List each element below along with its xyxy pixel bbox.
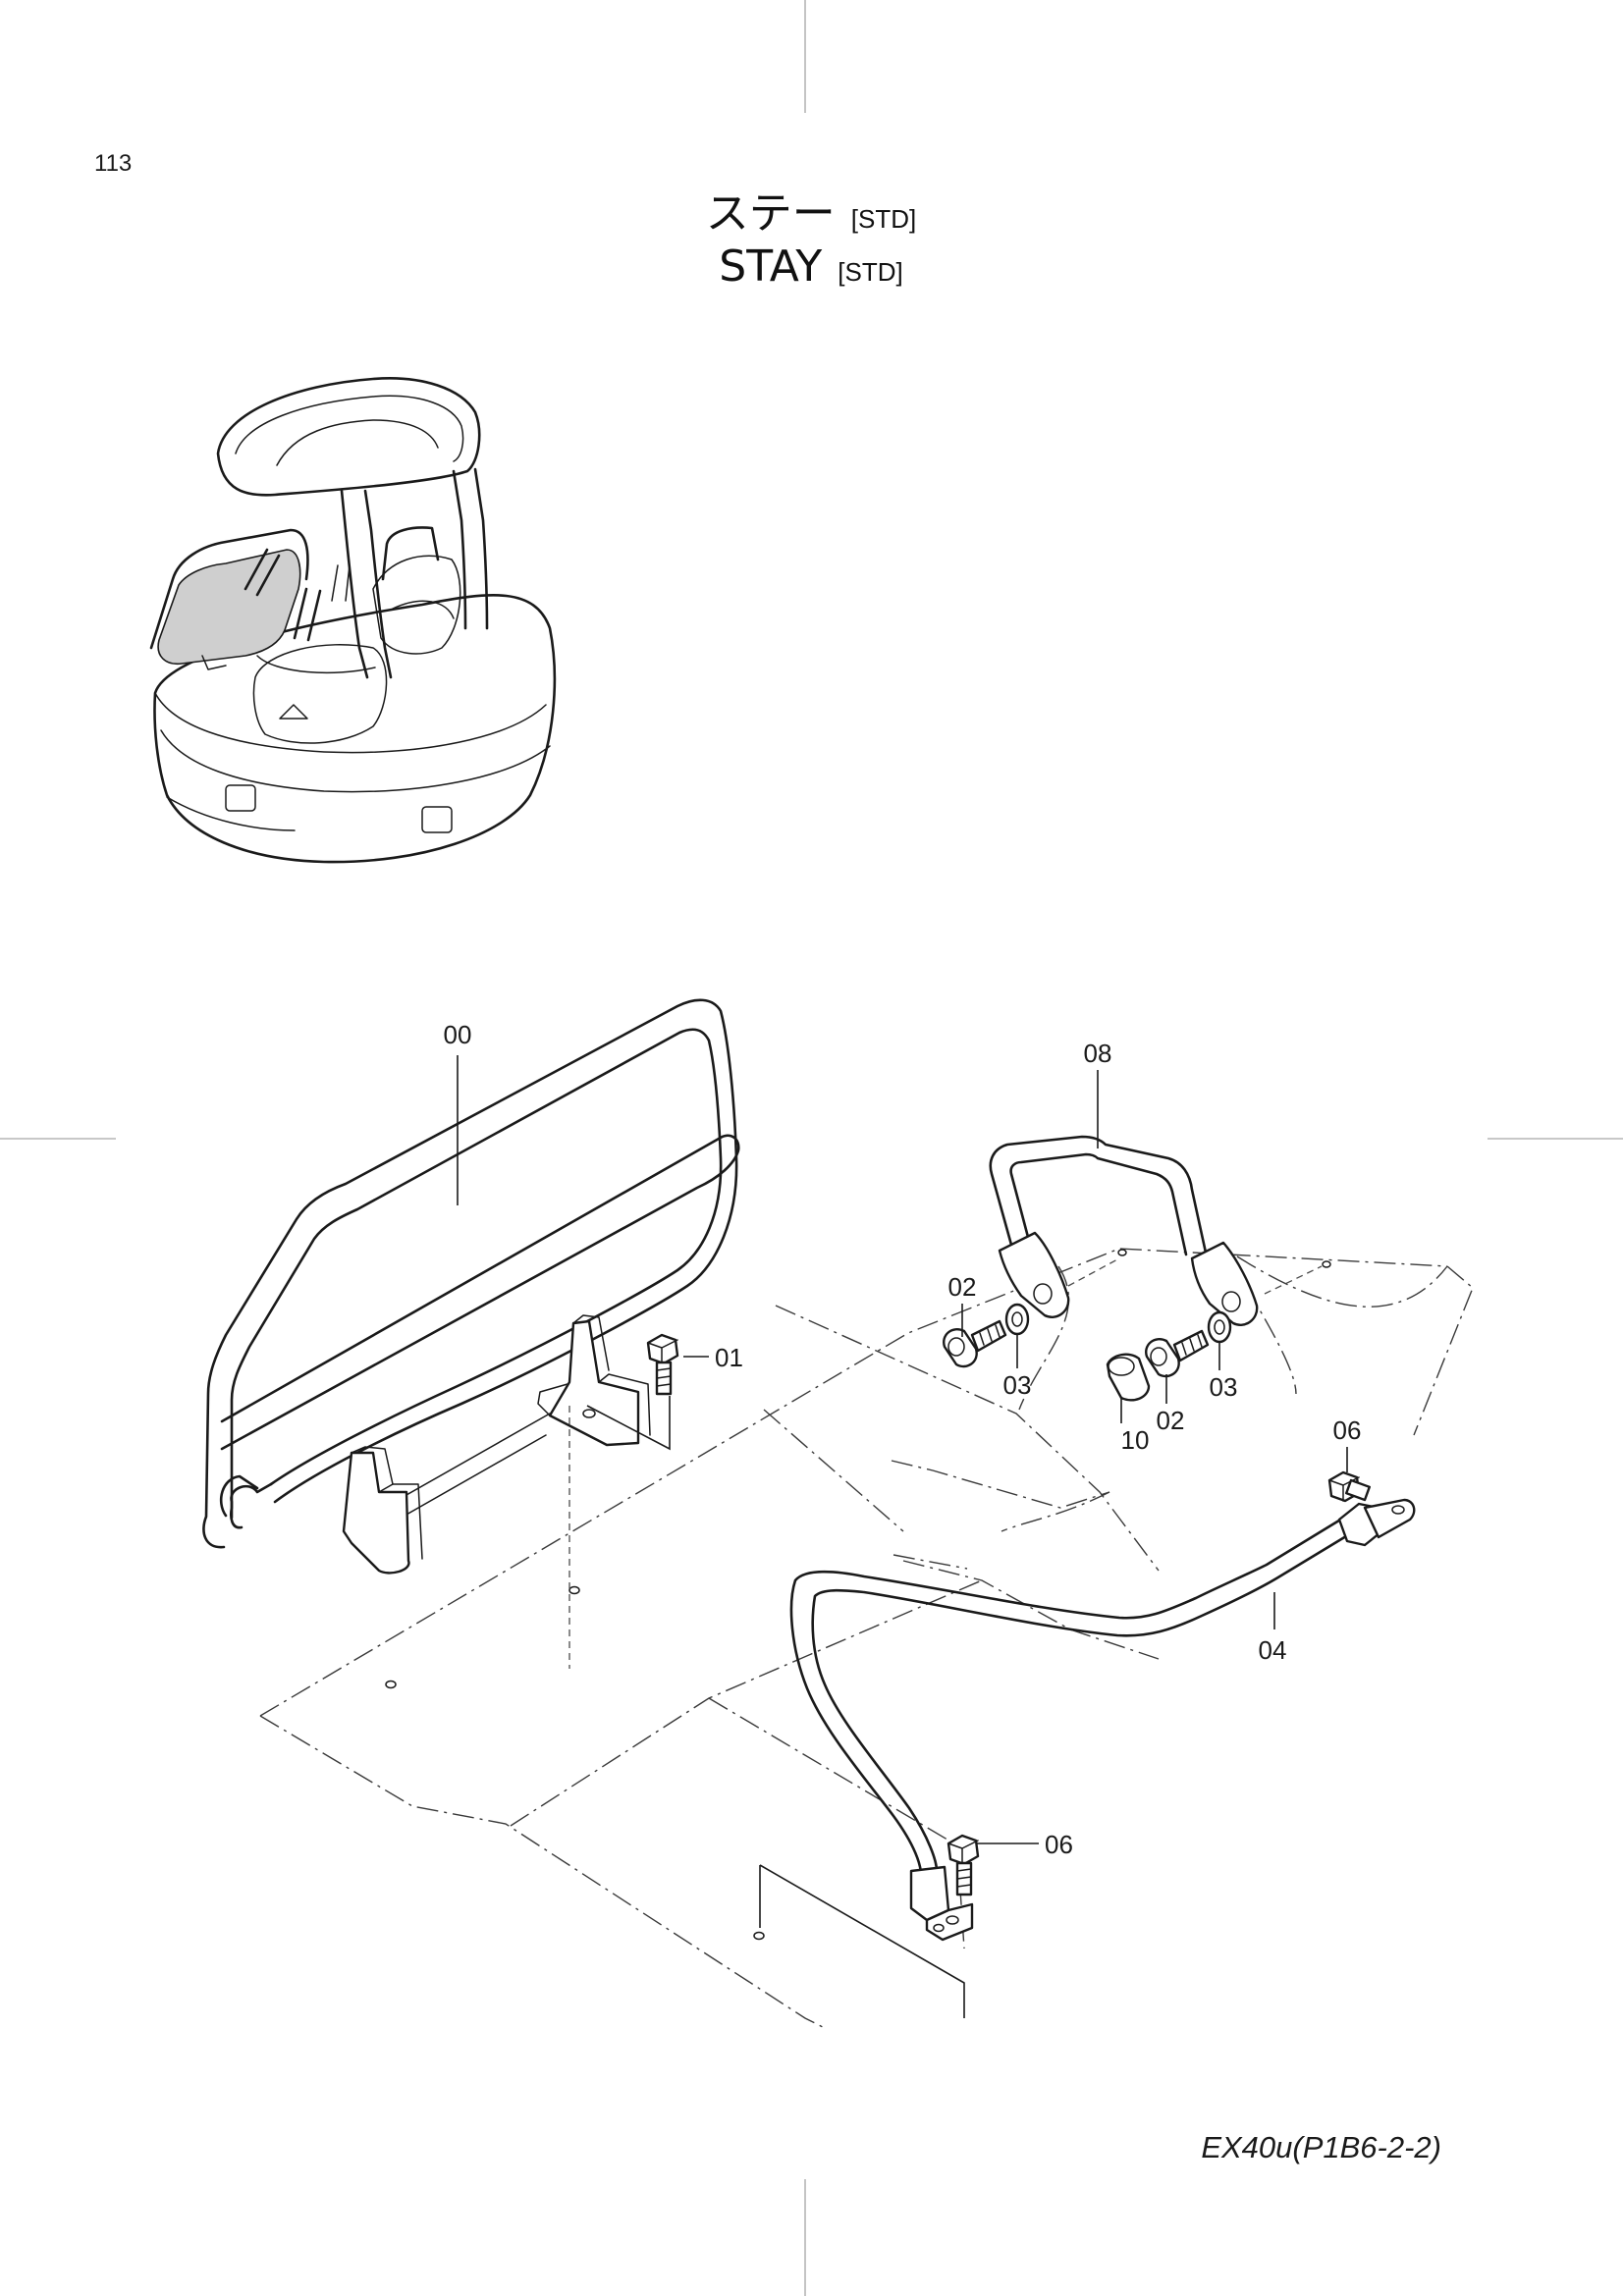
callout-00: 00 xyxy=(444,1020,472,1049)
bolt-06-lower xyxy=(947,1834,980,1896)
title-japanese-main: ステー xyxy=(706,188,836,239)
bolt-06-upper xyxy=(1327,1470,1371,1503)
page-title: ステー[STD] STAY[STD] xyxy=(706,188,916,292)
machine-overview-illustration xyxy=(149,377,557,864)
stay-04-part xyxy=(789,1498,1416,1942)
bolt-01-part xyxy=(646,1333,679,1396)
callout-10: 10 xyxy=(1121,1425,1150,1455)
callout-labels: 00 01 02 03 08 10 02 03 06 04 06 xyxy=(444,1020,1362,1859)
callout-02-left: 02 xyxy=(948,1272,977,1302)
title-japanese: ステー [STD] xyxy=(706,188,916,239)
title-english-main: STAY xyxy=(719,241,822,292)
washer-03-right xyxy=(1207,1310,1232,1344)
callout-04: 04 xyxy=(1259,1635,1287,1665)
exploded-parts-view: 00 01 02 03 08 10 02 03 06 04 06 xyxy=(202,998,1474,2029)
grab-rail-brackets xyxy=(342,1314,651,1575)
grab-rail-part xyxy=(202,998,740,1549)
leader-lines xyxy=(457,1055,1348,1844)
handrail-part xyxy=(989,1135,1323,1326)
callout-06-upper: 06 xyxy=(1333,1415,1362,1445)
callout-03-right: 03 xyxy=(1210,1372,1238,1402)
model-code: EX40u(P1B6-2-2) xyxy=(1201,2130,1441,2164)
installation-lines xyxy=(568,1396,965,2018)
callout-01: 01 xyxy=(715,1343,743,1372)
callout-02-right: 02 xyxy=(1157,1406,1185,1435)
bolt-02-right xyxy=(1145,1329,1210,1378)
spacer-10-part xyxy=(1106,1353,1151,1402)
mounting-hole-markers xyxy=(385,1249,1331,1941)
title-english-tag: [STD] xyxy=(838,257,902,287)
title-english: STAY [STD] xyxy=(719,241,902,292)
title-japanese-tag: [STD] xyxy=(851,204,916,234)
callout-08: 08 xyxy=(1084,1039,1112,1068)
bolt-02-left xyxy=(943,1319,1007,1368)
floor-plate-outline xyxy=(259,1248,1474,2029)
callout-06-lower: 06 xyxy=(1045,1830,1073,1859)
callout-03-left: 03 xyxy=(1003,1370,1032,1400)
page-number: 113 xyxy=(94,150,132,177)
washer-03-left xyxy=(1004,1303,1030,1336)
